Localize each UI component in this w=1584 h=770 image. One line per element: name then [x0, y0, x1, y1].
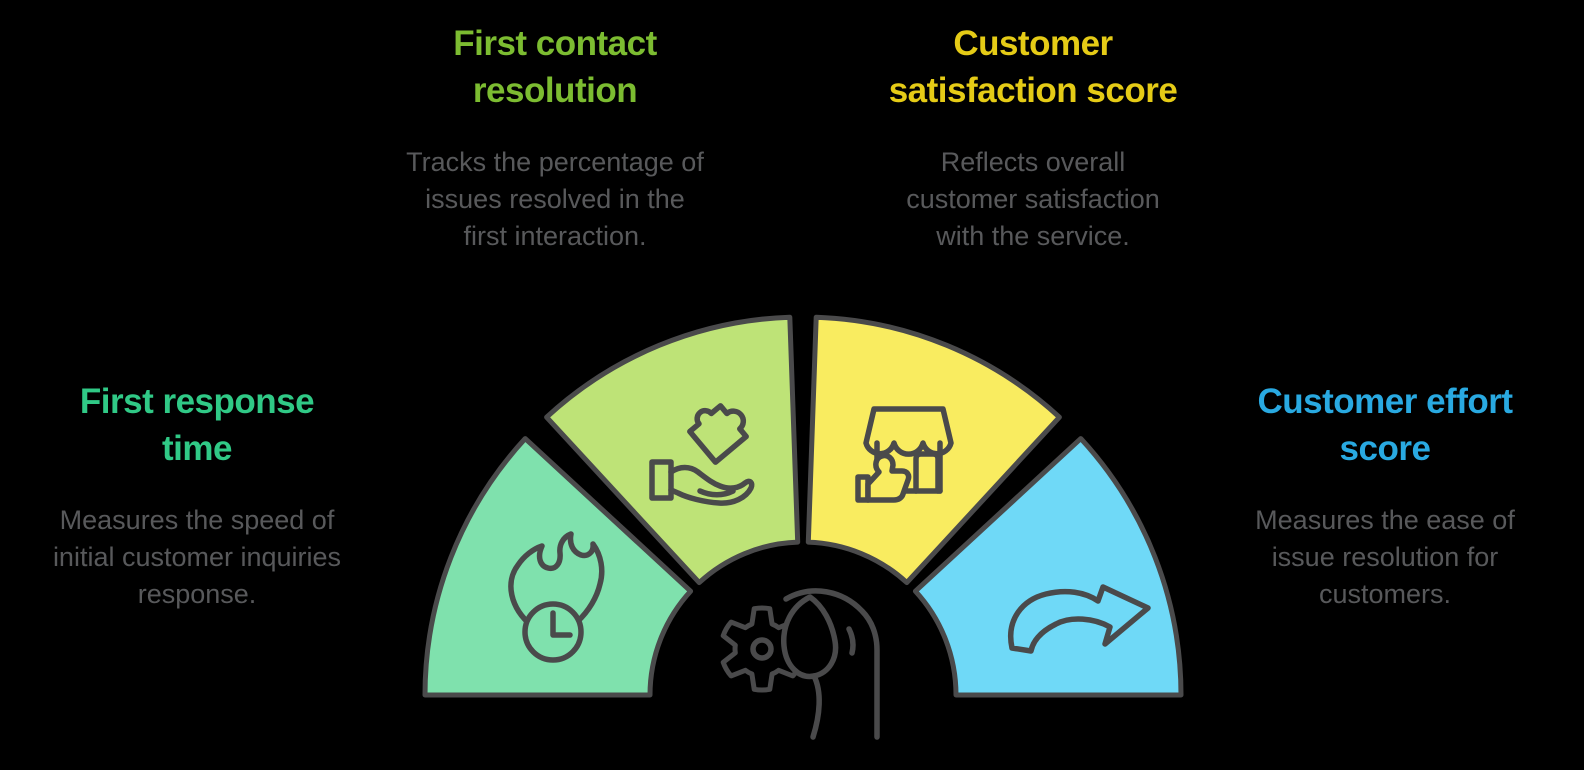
- clock-hands: [550, 610, 573, 638]
- metric-title-first-response-time: First response time: [79, 382, 315, 468]
- metric-title-customer-satisfaction-score: Customer satisfaction score: [888, 24, 1178, 110]
- palm-line: [697, 488, 736, 498]
- thumbs-up-hand: [865, 452, 912, 503]
- hand-holding-gear-icon: [720, 588, 880, 740]
- gauge-segment-customer-satisfaction-score: [805, 314, 1062, 586]
- gear-hub: [750, 637, 774, 661]
- flame-shape: [508, 531, 605, 629]
- finger-separation-line: [846, 626, 856, 656]
- metric-description-first-contact-resolution: Tracks the percentage of issues resolved…: [406, 147, 704, 251]
- hand-cuff: [649, 459, 674, 501]
- hand-offering-puzzle-icon: [649, 403, 755, 506]
- open-hand: [668, 464, 755, 506]
- metric-label-first-contact-resolution: First contact resolution Tracks the perc…: [374, 20, 736, 255]
- hand-back-and-wrist: [783, 588, 880, 740]
- storefront-thumbs-up-icon: [855, 406, 954, 503]
- puzzle-piece: [687, 403, 749, 465]
- metric-description-customer-effort-score: Measures the ease of issue resolution fo…: [1255, 505, 1515, 609]
- swoosh-arrow: [1008, 584, 1151, 654]
- flaming-clock-icon: [508, 531, 605, 663]
- metric-label-customer-satisfaction-score: Customer satisfaction score Reflects ove…: [852, 20, 1214, 255]
- metric-description-customer-satisfaction-score: Reflects overall customer satisfaction w…: [906, 147, 1160, 251]
- pinching-finger: [781, 594, 839, 680]
- metric-title-customer-effort-score: Customer effort score: [1257, 382, 1513, 468]
- metric-description-first-response-time: Measures the speed of initial customer i…: [52, 505, 342, 609]
- gauge-segment-customer-effort-score: [912, 436, 1184, 698]
- metric-label-first-response-time: First response time Measures the speed o…: [16, 378, 378, 613]
- curved-arrow-icon: [1008, 584, 1151, 654]
- metric-label-customer-effort-score: Customer effort score Measures the ease …: [1204, 378, 1566, 613]
- store-door: [913, 451, 941, 494]
- wrist-inner-line: [810, 673, 822, 740]
- metric-title-first-contact-resolution: First contact resolution: [453, 24, 657, 110]
- gauge-segment-first-contact-resolution: [544, 314, 801, 586]
- gauge-icons: [508, 403, 1151, 740]
